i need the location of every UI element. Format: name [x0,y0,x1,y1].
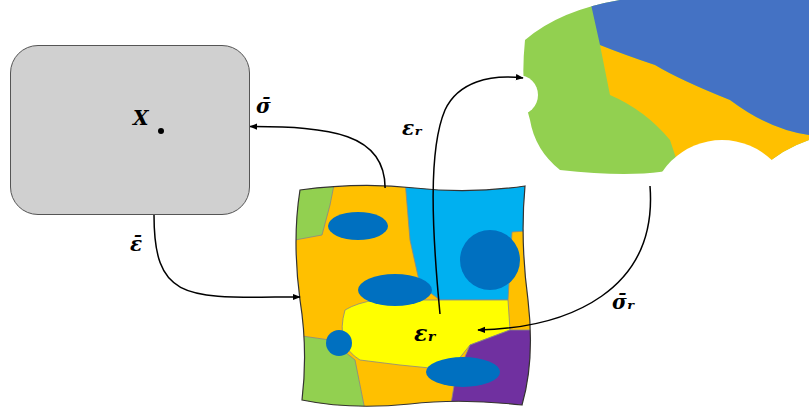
curved-arrow [250,127,385,188]
node-text: εᵣ [414,320,436,346]
point-dot [158,128,164,134]
arrow-label: εᵣ [402,116,422,140]
curved-arrow [154,215,300,297]
microstructure [290,175,540,412]
node-text: X [133,106,149,130]
arrow-label: σ̄ᵣ [612,290,635,314]
edge-label: σ̄ [256,94,271,118]
edge-label: ε̄ [130,232,142,256]
macro-domain: X [10,45,250,215]
microstructure-rve: εᵣ [300,188,530,406]
